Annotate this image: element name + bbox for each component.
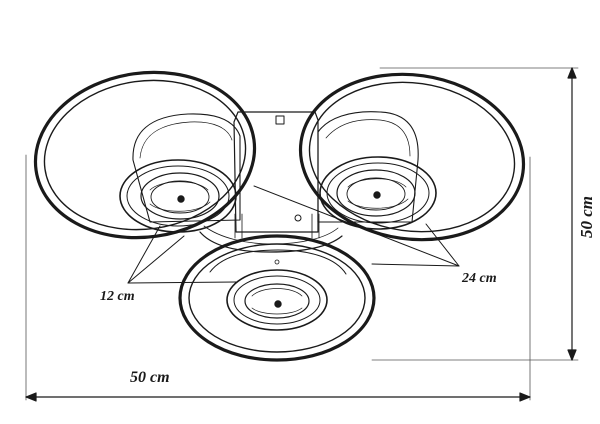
shade-diameter-label: 12 cm xyxy=(100,289,135,304)
right-ring-assembly xyxy=(298,72,526,242)
left-ring-assembly xyxy=(33,70,257,240)
overall-depth-label: 50 cm xyxy=(577,196,596,238)
extension-lines xyxy=(25,67,579,401)
depth-dimension-line xyxy=(567,67,577,361)
overall-width-label: 50 cm xyxy=(130,369,170,386)
leader-lines xyxy=(127,185,460,284)
width-dimension-line xyxy=(25,392,531,402)
ring-diameter-label: 24 cm xyxy=(461,271,497,286)
front-ring-assembly xyxy=(178,234,376,362)
canopy-plate xyxy=(199,111,343,253)
